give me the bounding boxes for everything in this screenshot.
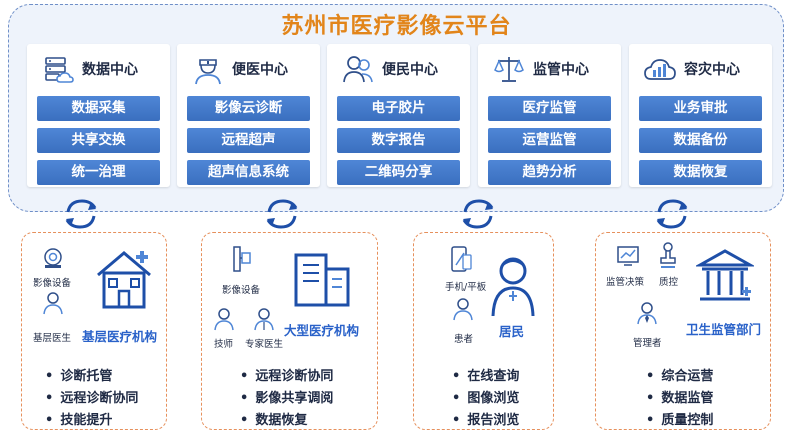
government-building-icon [696, 249, 754, 301]
manager-icon [637, 302, 657, 325]
center-item[interactable]: 运营监管 [488, 128, 611, 153]
center-item[interactable]: 趋势分析 [488, 160, 611, 185]
database-cloud-icon [45, 57, 74, 83]
imaging-device-icon [233, 246, 251, 272]
sync-arrows-icon [65, 199, 97, 229]
center-data: 数据中心 数据采集 共享交换 统一治理 [27, 44, 170, 187]
institution-feature: 技能提升 [45, 409, 112, 428]
institution-health-regulator: 监管决策 质控 管理者 卫生监管部门 综合运营 数据监管 质量控制 [595, 232, 771, 430]
center-item[interactable]: 数据恢复 [639, 160, 762, 185]
sync-arrows-icon [266, 199, 298, 229]
institution-name: 居民 [499, 324, 525, 339]
doctor-icon [195, 59, 221, 85]
center-name: 便民中心 [382, 62, 438, 78]
clinic-building-icon [97, 251, 151, 309]
institution-feature: 数据恢复 [240, 409, 307, 428]
equipment-label: 影像设备 [222, 285, 261, 296]
institution-primary-care: 影像设备 基层医生 基层医疗机构 诊断托管 远程诊断协同 技能提升 [21, 232, 167, 430]
institution-residents: 手机/平板 患者 居民 在线查询 图像浏览 报告浏览 [413, 232, 554, 430]
center-item[interactable]: 业务审批 [639, 96, 762, 121]
sync-arrows-icon [656, 199, 688, 229]
institution-feature: 数据监管 [646, 387, 713, 406]
hospital-building-icon [294, 253, 350, 307]
cloud-backup-icon [644, 59, 676, 80]
institution-feature: 质量控制 [646, 409, 713, 428]
stamp-icon [660, 242, 676, 268]
center-supervision: 监管中心 医疗监管 运营监管 趋势分析 [478, 44, 621, 187]
mobile-tablet-icon [451, 246, 472, 272]
institution-feature: 影像共享调阅 [240, 387, 333, 406]
center-item[interactable]: 数字报告 [337, 128, 460, 153]
center-name: 便医中心 [232, 62, 288, 78]
center-item[interactable]: 远程超声 [187, 128, 310, 153]
institution-feature: 远程诊断协同 [240, 365, 333, 384]
center-disaster-recovery: 容灾中心 业务审批 数据备份 数据恢复 [629, 44, 772, 187]
center-convenient-people: 便民中心 电子胶片 数字报告 二维码分享 [327, 44, 470, 187]
center-item[interactable]: 超声信息系统 [187, 160, 310, 185]
center-item[interactable]: 二维码分享 [337, 160, 460, 185]
center-item[interactable]: 影像云诊断 [187, 96, 310, 121]
center-convenient-doctor: 便医中心 影像云诊断 远程超声 超声信息系统 [177, 44, 320, 187]
institution-feature: 在线查询 [452, 365, 519, 384]
doctor-icon [43, 292, 63, 315]
manager-label: 管理者 [633, 338, 662, 349]
institution-feature: 报告浏览 [452, 409, 519, 428]
resident-icon [491, 257, 535, 317]
institution-name: 大型医疗机构 [284, 323, 360, 338]
imaging-device-icon [44, 248, 62, 268]
qc-label: 质控 [659, 277, 679, 288]
center-item[interactable]: 医疗监管 [488, 96, 611, 121]
center-name: 监管中心 [533, 62, 589, 78]
patient-icon [453, 298, 473, 321]
institution-feature: 远程诊断协同 [45, 387, 138, 406]
sync-arrows-icon [462, 199, 494, 229]
center-item[interactable]: 共享交换 [37, 128, 160, 153]
institution-name: 基层医疗机构 [82, 329, 158, 344]
center-item[interactable]: 数据备份 [639, 128, 762, 153]
decision-label: 监管决策 [606, 277, 645, 288]
technician-label: 技师 [214, 339, 234, 350]
institution-feature: 综合运营 [646, 365, 713, 384]
platform-title: 苏州市医疗影像云平台 [281, 14, 512, 39]
decision-chart-icon [617, 246, 639, 266]
institution-feature: 诊断托管 [45, 365, 112, 384]
center-name: 容灾中心 [684, 62, 740, 78]
institution-feature: 图像浏览 [452, 387, 519, 406]
scales-icon [494, 57, 524, 82]
expert-label: 专家医生 [245, 339, 284, 350]
expert-doctor-icon [254, 308, 274, 331]
patient-label: 患者 [454, 334, 474, 345]
center-name: 数据中心 [82, 62, 138, 78]
center-item[interactable]: 数据采集 [37, 96, 160, 121]
technician-icon [214, 308, 234, 331]
institution-large-hospital: 影像设备 技师 专家医生 大型医疗机构 远程诊断协同 影像共享调阅 数据恢复 [201, 232, 378, 430]
institution-name: 卫生监管部门 [686, 322, 762, 337]
center-item[interactable]: 统一治理 [37, 160, 160, 185]
doctor-label: 基层医生 [33, 333, 72, 344]
equipment-label: 影像设备 [33, 278, 72, 289]
people-icon [343, 56, 373, 83]
device-label: 手机/平板 [445, 282, 487, 293]
center-item[interactable]: 电子胶片 [337, 96, 460, 121]
